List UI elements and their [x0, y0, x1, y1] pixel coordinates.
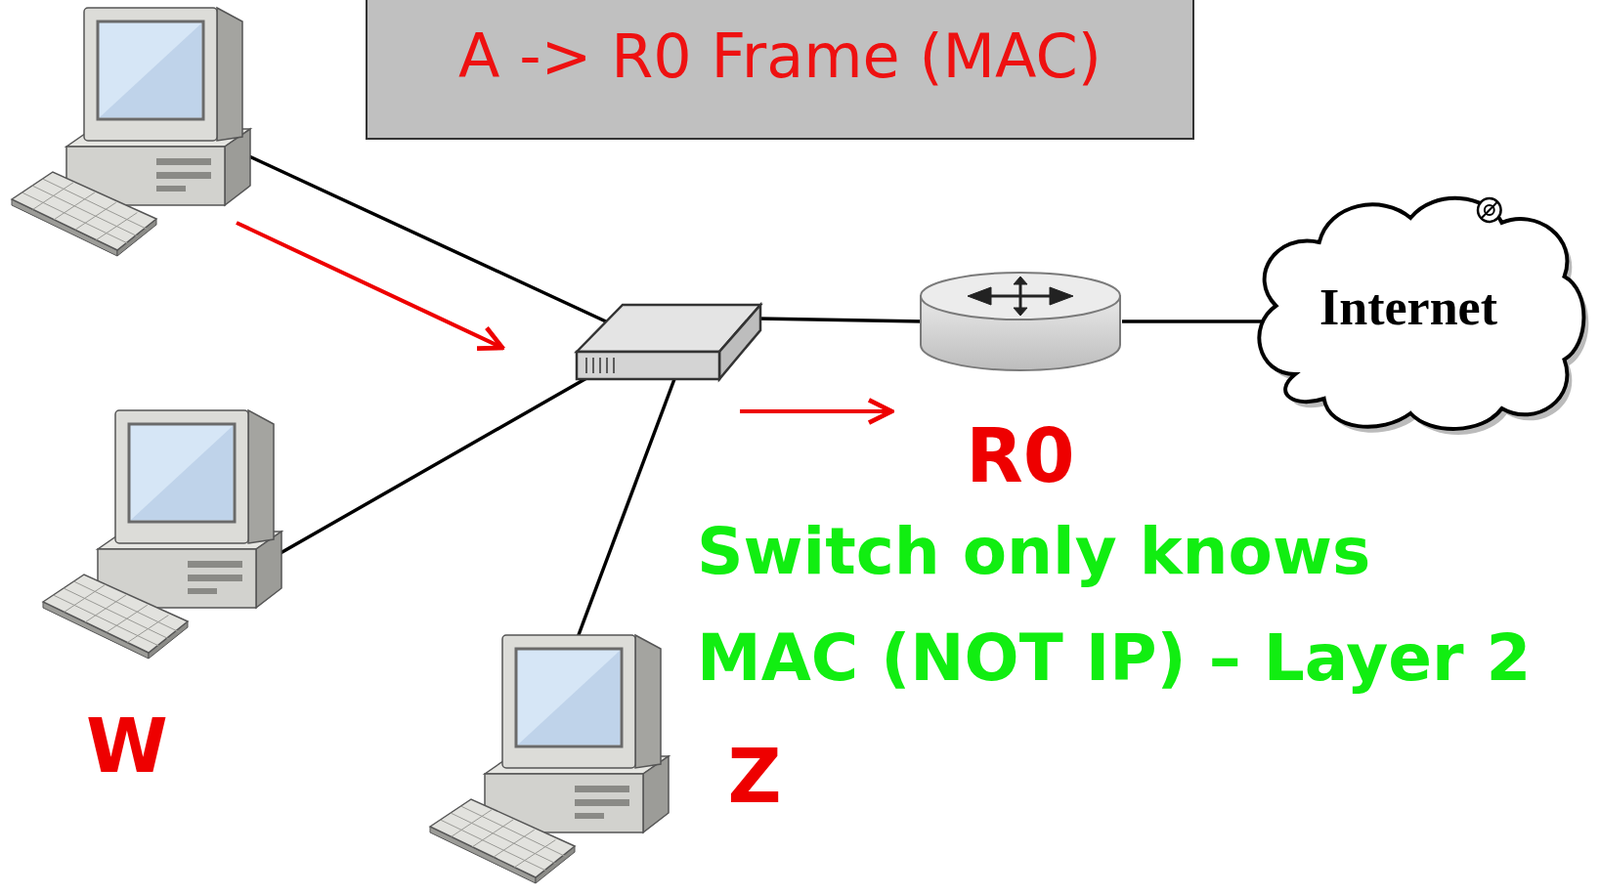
router-arrows: [1049, 287, 1074, 305]
computer-icon: [430, 635, 669, 884]
computer-icon: [43, 410, 282, 659]
frame-caption: A -> R0 Frame (MAC): [458, 26, 1102, 87]
network-wires: [758, 318, 923, 322]
switch-icon: [719, 304, 761, 380]
router-arrows: [1019, 280, 1023, 312]
router-arrows: [1013, 307, 1028, 316]
host-computer: W: [41, 402, 296, 657]
router-top: [920, 272, 1121, 320]
network-link: [1122, 319, 1277, 324]
computer-icon: [428, 627, 683, 882]
switch-icon: [576, 304, 761, 380]
host-computer: Z: [428, 627, 683, 882]
frame-arrow: [236, 222, 890, 412]
frame-arrow: [236, 222, 501, 347]
router-arrows: [967, 287, 992, 305]
switch-icon: [605, 357, 608, 374]
network-wires: [576, 379, 675, 641]
frame-arrow: [739, 409, 890, 414]
router-icon: [918, 270, 1123, 373]
cloud-badge: [1481, 202, 1498, 218]
host-label: Z: [727, 739, 781, 815]
switch-icon: [599, 357, 602, 374]
router-node: R0: [918, 270, 1123, 373]
network-wires: [249, 156, 608, 323]
computer-icon: [11, 7, 251, 257]
switch-icon: [576, 351, 720, 380]
router-arrows: [1013, 276, 1028, 285]
note-text: Switch only knows: [696, 519, 1371, 585]
switch-icon: [592, 357, 595, 374]
node-label: R0: [965, 419, 1075, 494]
switch-icon: [585, 357, 588, 374]
cloud-badge: [1477, 198, 1502, 222]
switch-icon: [586, 357, 614, 374]
cloud-shape: [1258, 198, 1584, 430]
cloud-label: Internet: [1319, 282, 1498, 334]
note-text: MAC (NOT IP) – Layer 2: [696, 626, 1532, 692]
network-wires: [280, 377, 589, 554]
router-arrows: [967, 276, 1074, 316]
host-label: W: [86, 709, 169, 784]
computer-icon: [41, 402, 296, 657]
caption-box: A -> R0 Frame (MAC): [365, 0, 1195, 140]
cloud-badge: [1477, 198, 1502, 222]
internet-cloud: Internet: [1247, 188, 1594, 439]
switch-icon: [612, 357, 615, 374]
